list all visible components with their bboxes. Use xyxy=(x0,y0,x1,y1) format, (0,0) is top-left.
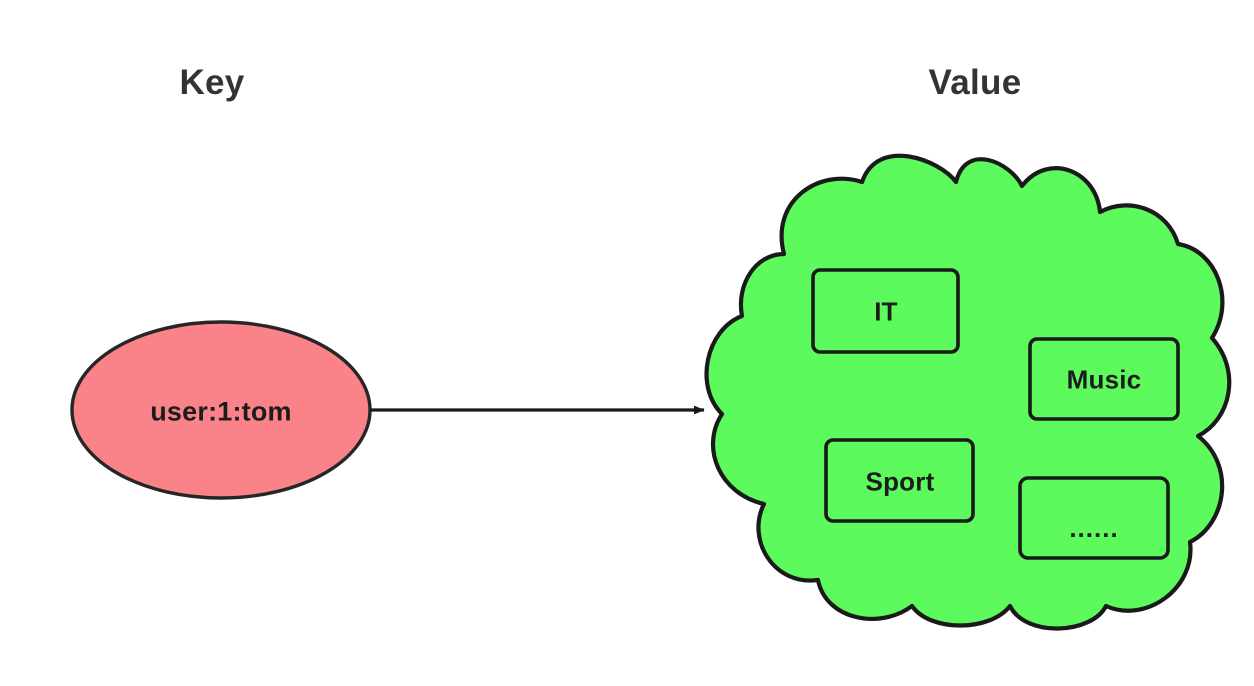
value-column-title: Value xyxy=(928,63,1022,102)
key-node-shape[interactable] xyxy=(70,320,372,500)
value-item-box-ellipsis[interactable] xyxy=(1018,476,1170,560)
key-column-title: Key xyxy=(179,63,245,102)
value-item-box-music[interactable] xyxy=(1028,337,1180,421)
value-item-box-sport[interactable] xyxy=(824,438,975,523)
value-item-box-it[interactable] xyxy=(811,268,960,354)
